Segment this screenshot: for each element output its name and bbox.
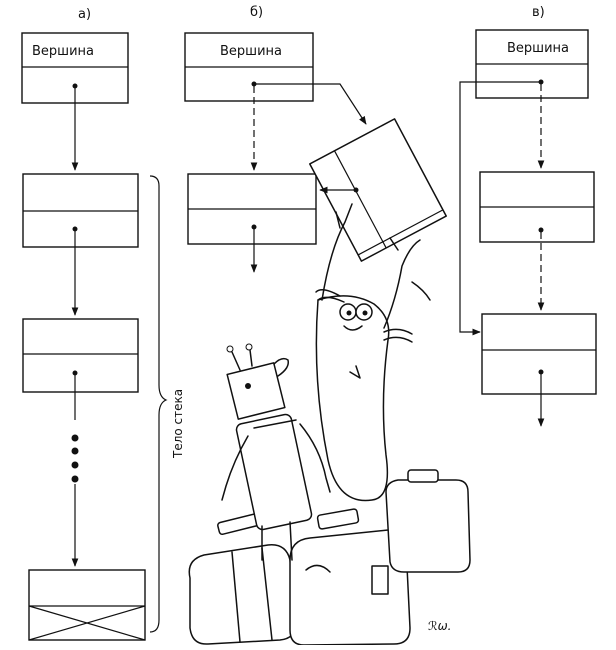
stack-node-c1	[479, 171, 595, 243]
stack-body-bracket: Тело стека	[149, 175, 185, 633]
cartoon-illustration: ℛω.	[188, 203, 471, 646]
pointer-arrow	[459, 81, 539, 336]
robot-figure	[221, 343, 331, 561]
top-label-c: Вершина	[507, 41, 569, 56]
top-node-b: Вершина	[184, 32, 314, 102]
ellipsis-dots	[71, 434, 79, 483]
bottom-node-null	[28, 569, 146, 641]
stack-node-a1	[22, 173, 139, 248]
stack-node-a2	[22, 318, 139, 393]
top-label-b: Вершина	[220, 44, 282, 59]
tall-figure	[315, 203, 431, 502]
panel-a: Вершина	[21, 32, 185, 641]
suitcase-icon	[289, 508, 411, 646]
top-node-c: Вершина	[475, 29, 589, 99]
panel-label-a: а)	[78, 7, 91, 22]
stack-node-c2	[481, 313, 597, 395]
panel-label-c: в)	[532, 5, 545, 20]
top-label-a: Вершина	[32, 44, 94, 59]
suitcase-icon	[188, 512, 297, 645]
panel-c: Вершина	[459, 29, 597, 427]
panel-label-b: б)	[250, 5, 263, 20]
stack-node-b1	[187, 173, 317, 245]
panel-b: Вершина	[184, 32, 447, 273]
stack-body-label: Тело стека	[171, 389, 185, 459]
suitcase-icon	[385, 469, 471, 573]
artist-signature: ℛω.	[428, 619, 451, 633]
pointer-arrow	[256, 83, 367, 125]
